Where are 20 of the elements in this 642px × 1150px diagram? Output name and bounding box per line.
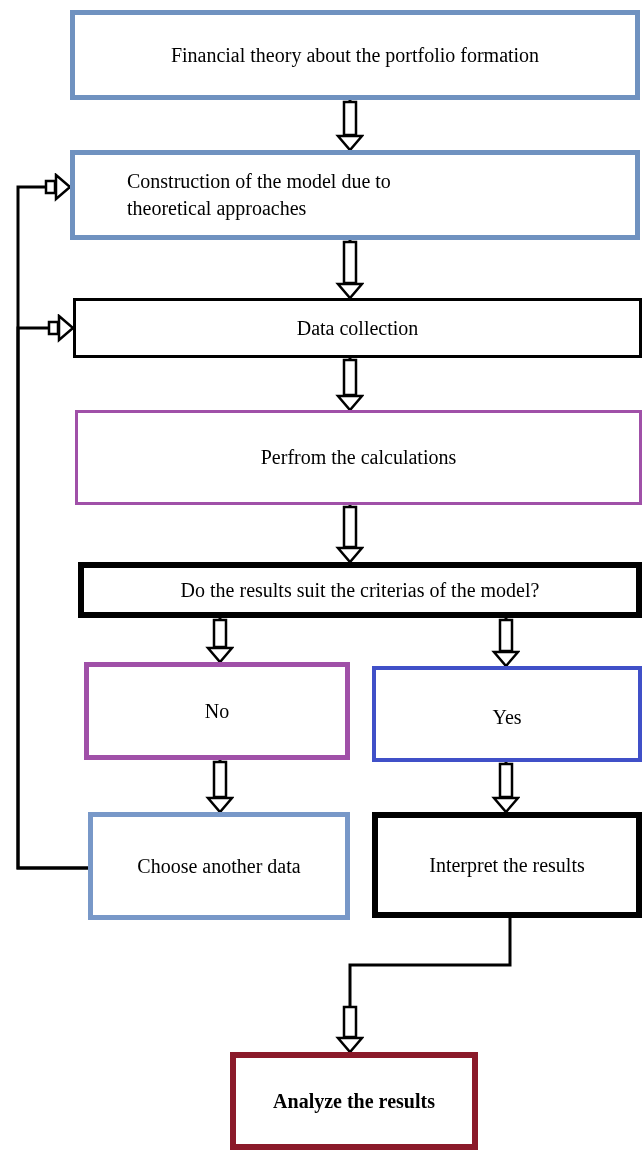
process-box bbox=[230, 1052, 478, 1150]
process-box bbox=[78, 562, 642, 618]
process-box bbox=[73, 298, 642, 358]
process-box bbox=[75, 410, 642, 505]
box-label: Construction of the model due to theoretical approaches bbox=[127, 169, 392, 222]
box-label: Financial theory about the portfolio formation bbox=[170, 42, 540, 69]
box-label: No bbox=[204, 698, 230, 724]
process-box bbox=[70, 10, 640, 100]
box-label: Do the results suit the criterias of the model? bbox=[180, 577, 540, 603]
process-box bbox=[70, 150, 640, 240]
box-label: Interpret the results bbox=[429, 852, 585, 879]
process-box bbox=[372, 812, 642, 918]
box-label: Choose another data bbox=[137, 853, 301, 879]
process-box bbox=[372, 666, 642, 762]
box-label: Analyze the results bbox=[273, 1088, 435, 1115]
process-box bbox=[84, 662, 350, 760]
box-label: Perfrom the calculations bbox=[260, 445, 457, 470]
box-label: Data collection bbox=[296, 315, 419, 341]
process-box bbox=[88, 812, 350, 920]
box-label: Yes bbox=[492, 705, 522, 730]
